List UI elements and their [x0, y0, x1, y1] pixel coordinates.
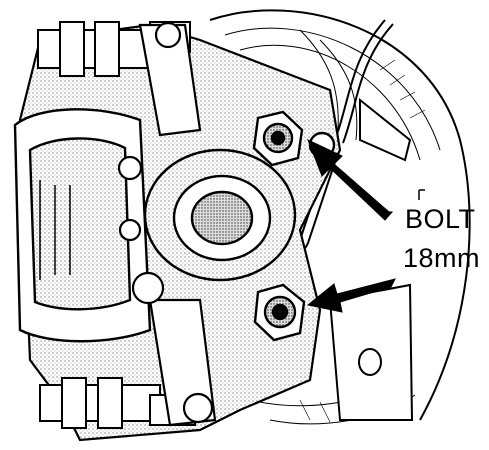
caliper-body	[13, 108, 152, 343]
caliper-arm-lower	[131, 271, 217, 427]
callout-arrows	[306, 139, 396, 313]
bolt-label: BOLT	[405, 204, 476, 234]
knuckle-plate	[328, 97, 414, 421]
mounting-bolt-lower	[253, 283, 306, 342]
piston-housing	[143, 148, 297, 282]
bolt-size-label: 18mm	[403, 243, 481, 273]
caliper-arm-upper	[117, 21, 202, 242]
label-tick	[418, 189, 425, 200]
